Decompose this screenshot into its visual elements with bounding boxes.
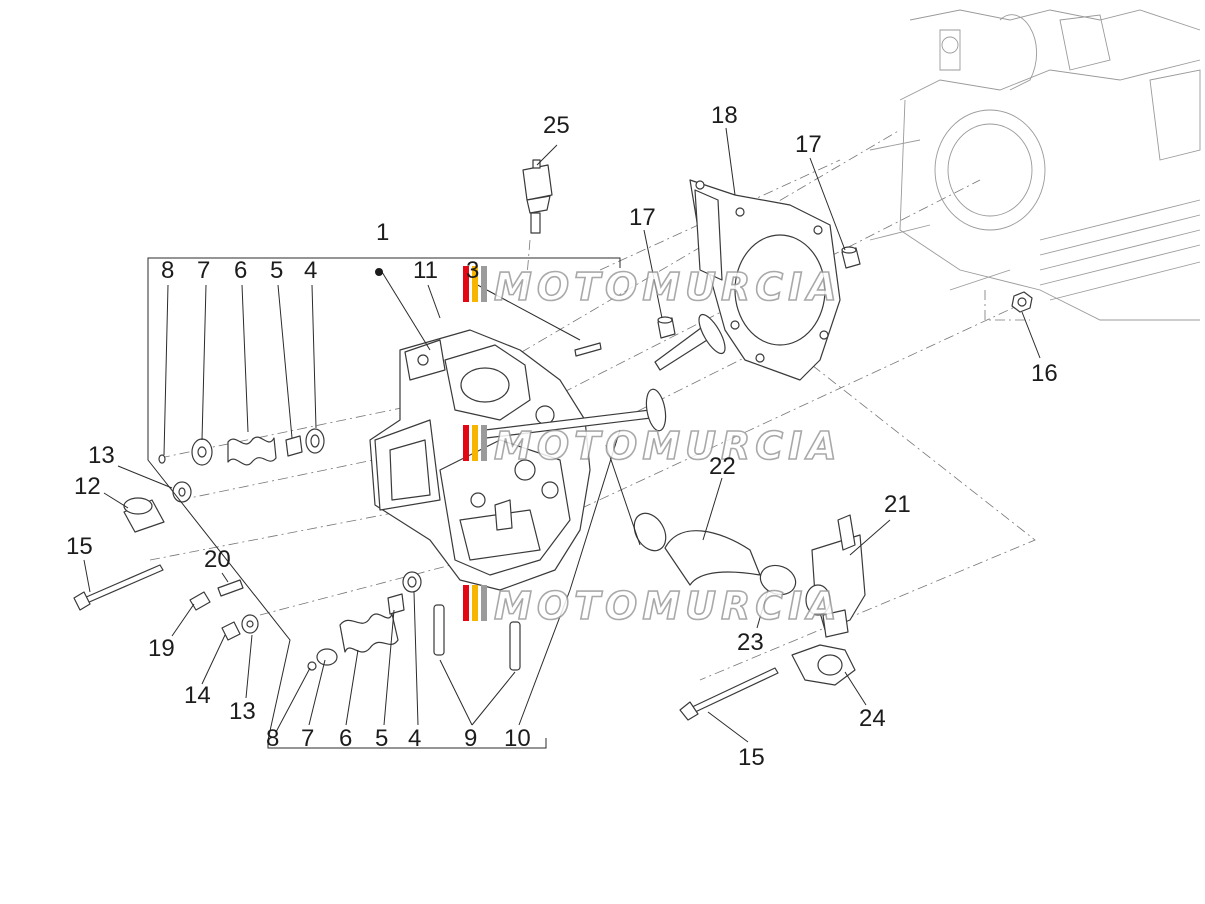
callout-21: 21 — [884, 491, 911, 518]
dowel-pins — [657, 246, 861, 339]
callout-14: 14 — [184, 682, 211, 709]
watermark-text: MOTOMURCIA — [494, 424, 842, 468]
watermark-flag-stripe-3 — [481, 425, 487, 461]
callout-6: 6 — [234, 257, 247, 284]
callout-20: 20 — [204, 546, 231, 573]
callout-7-b: 7 — [301, 725, 314, 752]
callout-8: 8 — [161, 257, 174, 284]
watermark-flag-stripe-1 — [463, 425, 469, 461]
callout-23: 23 — [737, 629, 764, 656]
marker-dot — [375, 268, 383, 276]
callout-8-b: 8 — [266, 725, 279, 752]
valve-assembly-lower — [307, 571, 422, 671]
callout-16: 16 — [1031, 360, 1058, 387]
callout-4: 4 — [304, 257, 317, 284]
thermostat-housing — [805, 514, 866, 638]
callout-3: 3 — [466, 257, 479, 284]
watermark-text: MOTOMURCIA — [494, 265, 842, 309]
callout-17-b: 17 — [795, 131, 822, 158]
assembly-brackets — [147, 257, 621, 749]
watermark-flag-stripe-2 — [472, 266, 478, 302]
callout-24: 24 — [859, 705, 886, 732]
cylinder-head — [369, 329, 591, 591]
watermark-flag-stripe-2 — [472, 425, 478, 461]
callout-5-b: 5 — [375, 725, 388, 752]
watermark-flag-stripe-1 — [463, 585, 469, 621]
callout-5: 5 — [270, 257, 283, 284]
callout-4-b: 4 — [408, 725, 421, 752]
callout-9: 9 — [464, 725, 477, 752]
callout-6-b: 6 — [339, 725, 352, 752]
callout-7: 7 — [197, 257, 210, 284]
watermark-flag-stripe-2 — [472, 585, 478, 621]
spacer-washer-stud — [73, 481, 192, 611]
callout-22: 22 — [709, 453, 736, 480]
watermark-2: MOTOMURCIA — [463, 423, 842, 469]
engine-crankcase-outline — [869, 9, 1201, 321]
bleed-screw-plug-nut — [189, 579, 259, 641]
callout-11: 11 — [413, 257, 438, 284]
callout-labels: 1 4 5 6 7 8 11 3 25 17 18 17 16 13 12 15… — [66, 102, 1058, 771]
callout-25: 25 — [543, 112, 570, 139]
callout-1: 1 — [376, 219, 389, 246]
head-gasket — [689, 179, 841, 381]
callout-17-a: 17 — [629, 204, 656, 231]
gasket-and-bolt — [679, 644, 856, 721]
watermark-1: MOTOMURCIA — [463, 264, 842, 310]
callout-10: 10 — [504, 725, 531, 752]
callout-12: 12 — [74, 473, 101, 500]
leader-lines — [83, 127, 1041, 743]
coolant-pipe — [633, 512, 797, 596]
watermark-text: MOTOMURCIA — [494, 584, 842, 628]
callout-15-b: 15 — [738, 744, 765, 771]
callout-13-b: 13 — [229, 698, 256, 725]
cap-nut — [1011, 291, 1033, 313]
temperature-sensor — [522, 159, 553, 234]
watermark-flag-stripe-3 — [481, 585, 487, 621]
valves — [484, 313, 726, 439]
valve-assembly-upper — [158, 428, 325, 466]
callout-18: 18 — [711, 102, 738, 129]
callout-13-a: 13 — [88, 442, 115, 469]
valve-guides — [433, 604, 521, 671]
watermark-3: MOTOMURCIA — [463, 583, 842, 629]
callout-19: 19 — [148, 635, 175, 662]
callout-15-a: 15 — [66, 533, 93, 560]
watermark-flag-stripe-1 — [463, 266, 469, 302]
watermark-flag-stripe-3 — [481, 266, 487, 302]
